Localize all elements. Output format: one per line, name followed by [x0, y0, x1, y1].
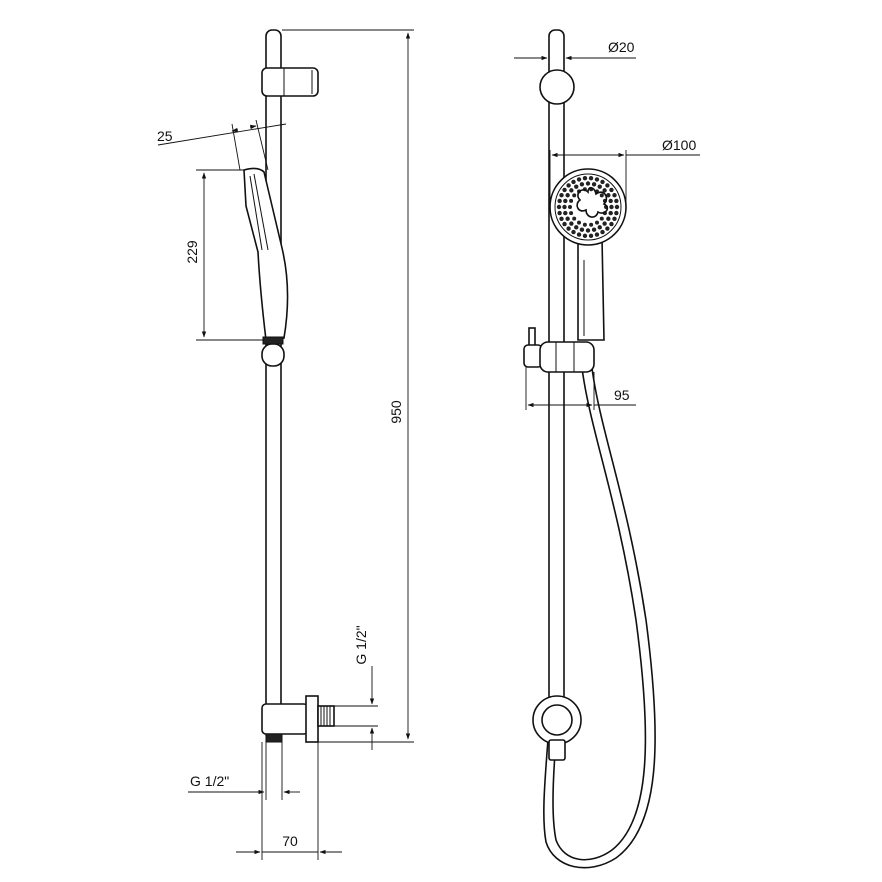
dim-connector-thread-bottom: G 1/2": [188, 742, 300, 800]
label-total-height: 950: [388, 400, 404, 424]
nozzle-dot: [571, 179, 576, 185]
nozzle-dot: [612, 193, 617, 198]
nozzle-dot: [612, 216, 617, 221]
nozzle-dot: [557, 210, 562, 216]
nozzle-dot: [574, 225, 579, 230]
nozzle-dot: [572, 193, 577, 198]
front-view: Ø20 Ø100 95: [514, 29, 700, 869]
dim-connector-thread-side: G 1/2": [334, 625, 378, 750]
nozzle-dot: [579, 182, 585, 187]
dim-rail-diameter: Ø20: [514, 39, 636, 61]
nozzle-dot: [556, 204, 562, 210]
nozzle-dot: [602, 188, 607, 193]
dim-handshower-length: 229: [184, 169, 264, 341]
nozzle-dot: [572, 216, 577, 221]
nozzle-dot: [599, 216, 604, 221]
nozzle-dot: [582, 222, 587, 227]
front-handshower-head: [549, 168, 627, 246]
nozzle-dot: [565, 193, 570, 198]
nozzle-dot: [608, 198, 613, 204]
nozzle-dot: [579, 227, 585, 232]
nozzle-dot: [576, 177, 582, 182]
nozzle-dot: [563, 198, 568, 204]
nozzle-dot: [588, 175, 594, 181]
nozzle-dot: [600, 179, 605, 185]
label-handshower-length: 229: [184, 240, 200, 264]
nozzle-dot: [582, 233, 588, 239]
nozzle-dot: [597, 225, 602, 230]
front-slider: [523, 327, 595, 373]
side-handshower: [243, 167, 289, 345]
label-connector-thread-bottom: G 1/2": [190, 773, 229, 789]
front-bottom-connector: [532, 695, 582, 761]
label-holder-offset: 95: [614, 387, 630, 403]
nozzle-dot: [576, 232, 582, 237]
nozzle-dot: [594, 232, 600, 237]
nozzle-dot: [574, 184, 579, 189]
dim-total-height: 950: [282, 29, 414, 743]
nozzle-dot: [614, 204, 620, 210]
dim-head-diameter: Ø100: [549, 137, 700, 207]
nozzle-dot: [577, 220, 581, 225]
front-rail: [548, 29, 565, 731]
nozzle-dot: [585, 181, 591, 186]
label-rail-diameter: Ø20: [608, 39, 635, 55]
nozzle-dot: [600, 229, 605, 235]
nozzle-dot: [582, 175, 588, 181]
nozzle-dot: [606, 193, 611, 198]
nozzle-dot: [559, 216, 564, 221]
nozzle-dot: [569, 211, 574, 216]
nozzle-dot: [605, 183, 610, 188]
nozzle-dot: [605, 226, 610, 231]
nozzle-dot: [609, 221, 614, 227]
nozzle-dot: [569, 221, 574, 226]
nozzle-dot: [609, 187, 614, 193]
nozzle-dot: [591, 227, 597, 232]
nozzle-dot: [585, 228, 591, 233]
nozzle-dot: [559, 193, 564, 198]
nozzle-dot: [557, 198, 562, 204]
nozzle-dot: [599, 193, 604, 198]
nozzle-dot: [614, 198, 619, 204]
nozzle-dot: [591, 182, 597, 187]
dim-holder-offset: 95: [525, 367, 636, 410]
side-bottom-connector: [261, 695, 335, 743]
label-handshower-angle: 25: [157, 128, 173, 144]
nozzle-dot: [563, 210, 568, 216]
front-top-bracket: [539, 69, 575, 105]
nozzle-dot: [565, 216, 570, 221]
nozzle-dot: [562, 221, 567, 227]
nozzle-dot: [589, 222, 594, 227]
nozzle-dot: [602, 221, 607, 226]
dim-handshower-angle: 25: [157, 119, 287, 171]
nozzle-dot: [571, 229, 576, 235]
nozzle-dot: [608, 210, 613, 216]
nozzle-dot: [562, 204, 567, 210]
side-top-bracket: [261, 67, 319, 97]
side-view: 950 229 25 G 1/2": [157, 29, 414, 860]
nozzle-dot: [595, 220, 599, 225]
nozzle-dot: [566, 183, 571, 188]
nozzle-dot: [609, 204, 614, 210]
nozzle-dot: [562, 187, 567, 193]
nozzle-dot: [569, 198, 574, 203]
nozzle-dot: [568, 205, 572, 209]
nozzle-dot: [597, 184, 602, 189]
front-hose: [552, 367, 647, 861]
label-connector-thread-side: G 1/2": [353, 625, 369, 664]
nozzle-dot: [606, 216, 611, 221]
nozzle-dot: [569, 188, 574, 193]
nozzle-dot: [566, 226, 571, 231]
label-wall-offset: 70: [282, 833, 298, 849]
side-rail: [265, 29, 282, 741]
nozzle-dot: [594, 177, 600, 182]
nozzle-dot: [588, 233, 594, 239]
nozzle-dot: [614, 210, 619, 216]
dim-wall-offset: 70: [236, 742, 342, 860]
front-handshower-handle: [577, 237, 605, 341]
label-head-diameter: Ø100: [662, 137, 696, 153]
side-slider-ring: [261, 343, 285, 367]
